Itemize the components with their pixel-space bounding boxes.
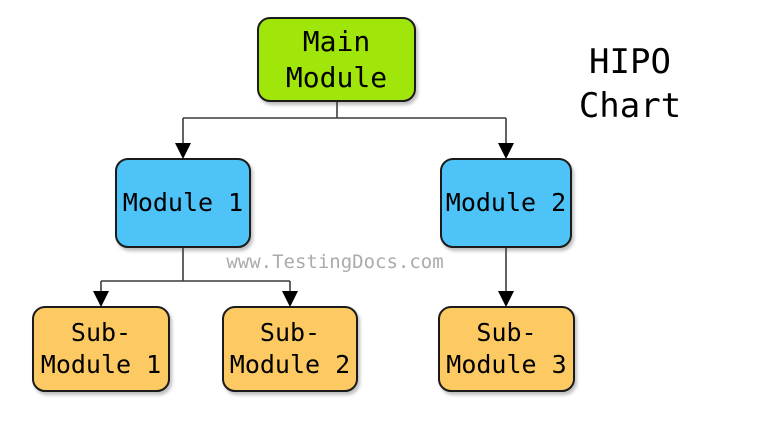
node-main-module: Main Module xyxy=(257,17,416,102)
node-label-line: Sub- xyxy=(259,318,321,348)
node-label-line: Sub- xyxy=(70,318,132,348)
node-label-line: Module 2 xyxy=(229,350,351,379)
arrowhead-sub-module-3 xyxy=(498,291,514,307)
arrowhead-module-2 xyxy=(498,143,514,159)
watermark: www.TestingDocs.com xyxy=(226,251,444,273)
node-label-line: Sub- xyxy=(476,318,537,348)
chart-title: HIPO Chart xyxy=(560,40,700,128)
node-module-1: Module 1 xyxy=(115,158,251,248)
node-sub-module-3: Sub- Module 3 xyxy=(438,306,575,392)
node-label-line: Module 3 xyxy=(446,350,567,379)
node-label-line: Module 1 xyxy=(122,188,244,218)
node-label-line: Module 1 xyxy=(40,350,162,379)
chart-title-line: HIPO xyxy=(589,42,671,82)
node-label-line: Module 2 xyxy=(445,188,567,218)
node-module-2: Module 2 xyxy=(440,158,572,248)
arrowhead-sub-module-1 xyxy=(93,291,109,307)
node-label-line: Module xyxy=(285,60,388,94)
chart-title-line: Chart xyxy=(578,86,682,126)
node-label-line: Main xyxy=(302,24,371,58)
node-sub-module-1: Sub- Module 1 xyxy=(32,306,170,392)
arrowhead-module-1 xyxy=(175,143,191,159)
node-sub-module-2: Sub- Module 2 xyxy=(222,306,358,392)
arrowhead-sub-module-2 xyxy=(282,291,298,307)
